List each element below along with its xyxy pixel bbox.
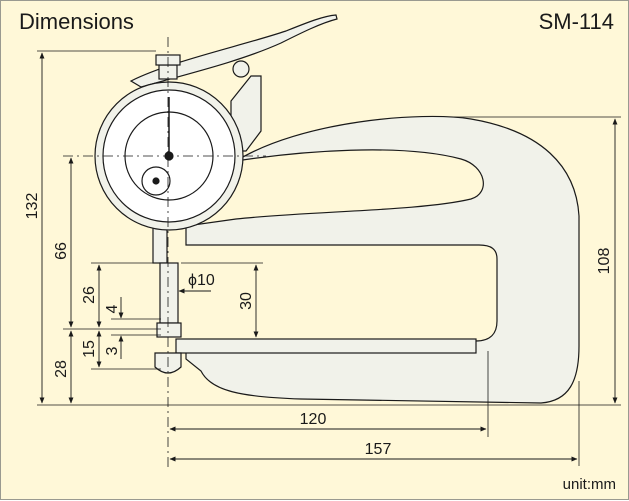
dimension-lines	[39, 52, 618, 462]
dim-label-28: 28	[53, 360, 70, 378]
dim-label-30: 30	[238, 292, 255, 310]
extension-lines	[37, 37, 621, 471]
dim-label-108: 108	[596, 248, 613, 275]
model-number: SM-114	[538, 9, 614, 34]
dim-label-phi10: ϕ10	[188, 272, 215, 289]
dim-label-4: 4	[104, 304, 121, 313]
dim-label-66: 66	[53, 242, 70, 260]
lever-pivot	[232, 60, 250, 78]
dimension-labels: 132 66 28 26 15 4 3 30 ϕ10 108 120 157	[24, 193, 613, 458]
diagram-title: Dimensions	[19, 9, 134, 34]
dim-label-132: 132	[24, 193, 41, 220]
dim-label-3: 3	[104, 346, 121, 355]
contact-point	[156, 322, 182, 338]
sub-dial-hub	[152, 177, 160, 185]
unit-label: unit:mm	[562, 476, 616, 493]
dim-label-120: 120	[300, 411, 327, 428]
c-frame	[185, 115, 580, 404]
spindle-rod	[159, 262, 179, 324]
gauge-body	[129, 14, 580, 404]
dim-label-157: 157	[365, 441, 392, 458]
dim-label-15: 15	[81, 340, 98, 358]
lifting-lever	[129, 14, 338, 88]
anvil-bar	[175, 338, 477, 354]
dim-label-26: 26	[81, 286, 98, 304]
